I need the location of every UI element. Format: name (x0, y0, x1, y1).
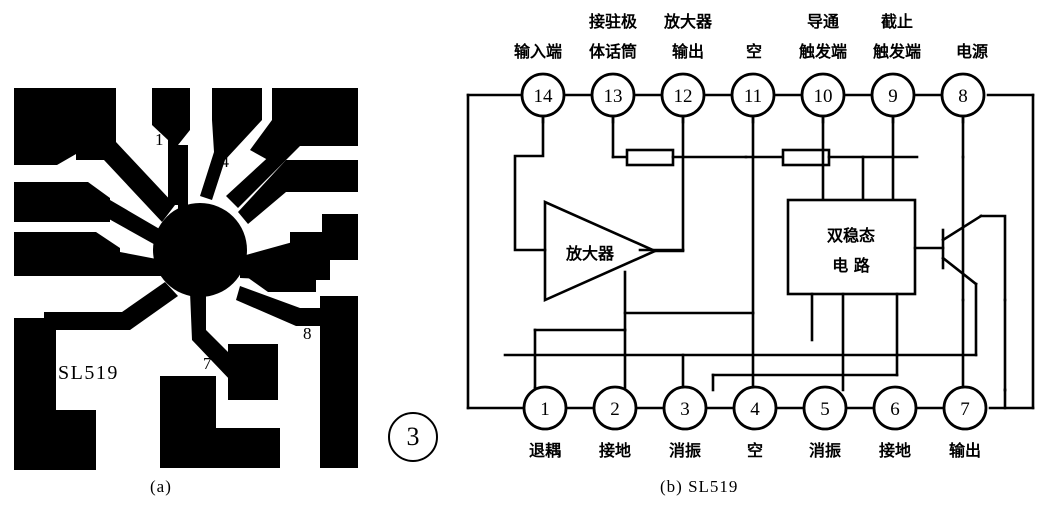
pin-circle-7[interactable] (942, 385, 988, 431)
pin-label-5: 消振 (808, 441, 842, 460)
pin-label-6: 接地 (878, 441, 912, 460)
pin-label-bottom-10: 触发端 (798, 42, 848, 61)
pin-number-13: 13 (604, 86, 623, 107)
chip-layout-svg (14, 88, 358, 470)
pin-label-4: 空 (746, 441, 764, 460)
pin-circle-9[interactable] (870, 72, 916, 118)
pin-circle-1[interactable] (522, 385, 568, 431)
bottom-pin-circles (522, 385, 988, 431)
pin-circle-13[interactable] (590, 72, 636, 118)
pin-circle-8[interactable] (940, 72, 986, 118)
pin-circle-12[interactable] (660, 72, 706, 118)
pin-number-2: 2 (610, 399, 620, 420)
panel-a-caption: (a) (150, 477, 172, 496)
pin-label-bottom-12: 输出 (671, 42, 705, 61)
panel-b-block-diagram: 14 13 12 11 10 9 8 1 2 3 (460, 0, 1047, 513)
pin-label-1: 退耦 (528, 441, 562, 460)
pin-number-8: 8 (958, 86, 968, 107)
figure-number-badge: 3 (388, 412, 438, 462)
pad-label-8: 8 (303, 324, 312, 343)
chip-part-number: SL519 (58, 362, 119, 384)
pin-number-12: 12 (674, 86, 693, 107)
pin-circle-14[interactable] (520, 72, 566, 118)
top-pin-circles (520, 72, 986, 118)
pin-label-bottom-9: 触发端 (872, 42, 922, 61)
pin-label-2: 接地 (598, 441, 632, 460)
pin-number-14: 14 (534, 86, 554, 107)
pin-number-3: 3 (680, 399, 690, 420)
pin-label-bottom-11: 空 (745, 42, 763, 61)
pin-label-7: 输出 (948, 441, 982, 460)
bottom-pin-numbers: 1 2 3 4 5 6 7 (540, 399, 970, 420)
pin-number-10: 10 (814, 86, 833, 107)
pin-label-top-12: 放大器 (663, 12, 713, 31)
pad-label-1: 1 (155, 130, 164, 149)
pin-circle-10[interactable] (800, 72, 846, 118)
panel-a-chip-layout: 1 14 7 8 SL519 (0, 0, 460, 513)
pin-label-bottom-8: 电源 (955, 42, 989, 61)
panel-b-caption: (b) SL519 (660, 477, 739, 496)
amplifier-block-label: 放大器 (565, 244, 615, 263)
block-diagram-svg: 14 13 12 11 10 9 8 1 2 3 (466, 72, 1035, 431)
pin-label-top-13: 接驻极 (588, 12, 638, 31)
pin-circle-11[interactable] (730, 72, 776, 118)
pin-number-7: 7 (960, 399, 970, 420)
pin-label-bottom-13: 体话筒 (588, 42, 638, 61)
pin-label-top-9: 截止 (880, 12, 914, 31)
pin-number-11: 11 (744, 86, 762, 107)
pin-circle-2[interactable] (592, 385, 638, 431)
top-pin-numbers: 14 13 12 11 10 9 8 (534, 86, 968, 107)
pin-circle-5[interactable] (802, 385, 848, 431)
pin-circle-4[interactable] (732, 385, 778, 431)
pin-number-5: 5 (820, 399, 830, 420)
pin-label-bottom-14: 输入端 (513, 42, 563, 61)
bistable-block-label-line1: 双稳态 (826, 226, 876, 245)
pin-number-9: 9 (888, 86, 898, 107)
bistable-block-label-line2: 电 路 (832, 256, 870, 275)
pin-label-3: 消振 (668, 441, 702, 460)
pad-label-7: 7 (203, 354, 212, 373)
chip-metal-pattern (14, 88, 358, 470)
diagram-wires (466, 93, 1035, 410)
pin-circle-3[interactable] (662, 385, 708, 431)
pin-circle-6[interactable] (872, 385, 918, 431)
pin-number-1: 1 (540, 399, 550, 420)
pin-number-4: 4 (750, 399, 760, 420)
pin-number-6: 6 (890, 399, 900, 420)
pad-label-14: 14 (212, 152, 229, 171)
pin-label-top-10: 导通 (806, 12, 840, 31)
